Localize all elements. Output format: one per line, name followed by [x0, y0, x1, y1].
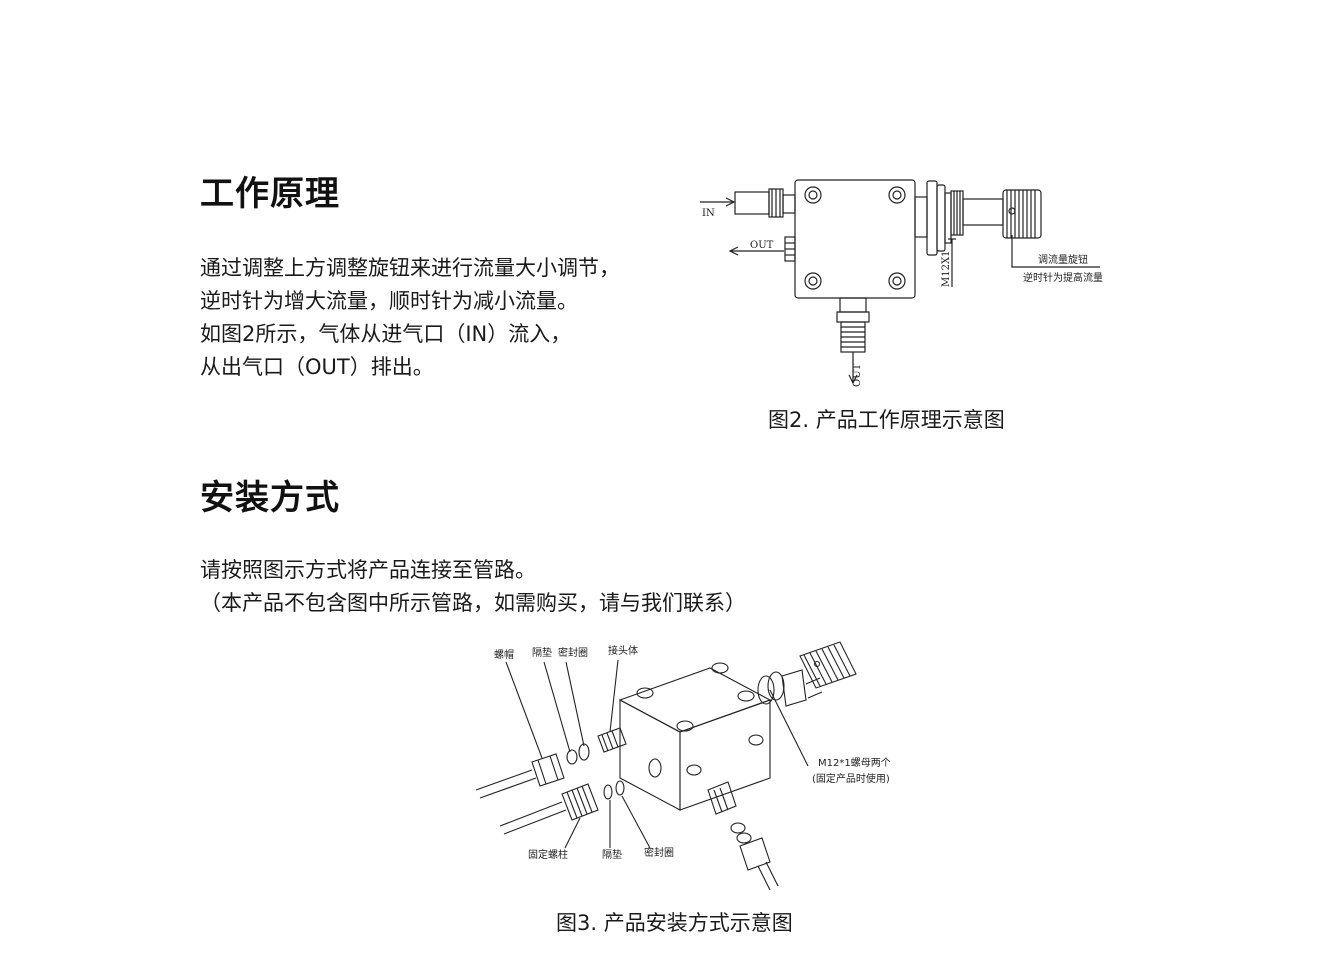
- paragraph-line: （本产品不包含图中所示管路，如需购买，请与我们联系）: [200, 591, 746, 615]
- label-thread: M12X1: [941, 251, 952, 287]
- label-knob-desc: 逆时针为提高流量: [1023, 271, 1103, 284]
- label-m12-note: (固定产品时使用): [812, 772, 890, 785]
- label-spacer-bottom: 隔垫: [602, 848, 622, 861]
- paragraph-line: 如图2所示，气体从进气口（IN）流入，: [200, 322, 572, 346]
- label-out-side: OUT: [750, 240, 774, 251]
- installation-paragraph: 请按照图示方式将产品连接至管路。 （本产品不包含图中所示管路，如需购买，请与我们…: [200, 554, 746, 620]
- label-in: IN: [702, 208, 715, 219]
- figure2-schematic: IN OUT OUT M12X1 调流量旋钮 逆时针为提高流量: [700, 179, 1103, 387]
- label-seal-top: 密封圈: [558, 646, 588, 659]
- paragraph-line: 从出气口（OUT）排出。: [200, 355, 434, 379]
- label-fix-bolt: 固定螺柱: [528, 848, 568, 861]
- label-connector: 接头体: [608, 644, 638, 657]
- label-knob-title: 调流量旋钮: [1038, 253, 1088, 266]
- label-spacer-top: 隔垫: [532, 646, 552, 659]
- figure3-exploded-view: 螺帽 隔垫 密封圈 接头体 M12*1螺母两个 (固定产品时使用) 固定螺柱 隔…: [475, 641, 891, 891]
- section-heading-working-principle: 工作原理: [200, 174, 340, 214]
- section-heading-installation: 安装方式: [200, 478, 340, 518]
- label-out-bottom: OUT: [852, 363, 863, 387]
- label-nut: 螺帽: [494, 648, 514, 661]
- working-principle-paragraph: 通过调整上方调整旋钮来进行流量大小调节， 逆时针为增大流量，顺时针为减小流量。 …: [200, 252, 620, 384]
- label-seal-bottom: 密封圈: [644, 846, 674, 859]
- paragraph-line: 请按照图示方式将产品连接至管路。: [200, 558, 536, 582]
- figure3-caption: 图3. 产品安装方式示意图: [556, 911, 793, 935]
- label-m12-nuts: M12*1螺母两个: [818, 757, 891, 769]
- figure2-caption: 图2. 产品工作原理示意图: [768, 408, 1005, 432]
- paragraph-line: 逆时针为增大流量，顺时针为减小流量。: [200, 289, 578, 313]
- paragraph-line: 通过调整上方调整旋钮来进行流量大小调节，: [200, 256, 620, 280]
